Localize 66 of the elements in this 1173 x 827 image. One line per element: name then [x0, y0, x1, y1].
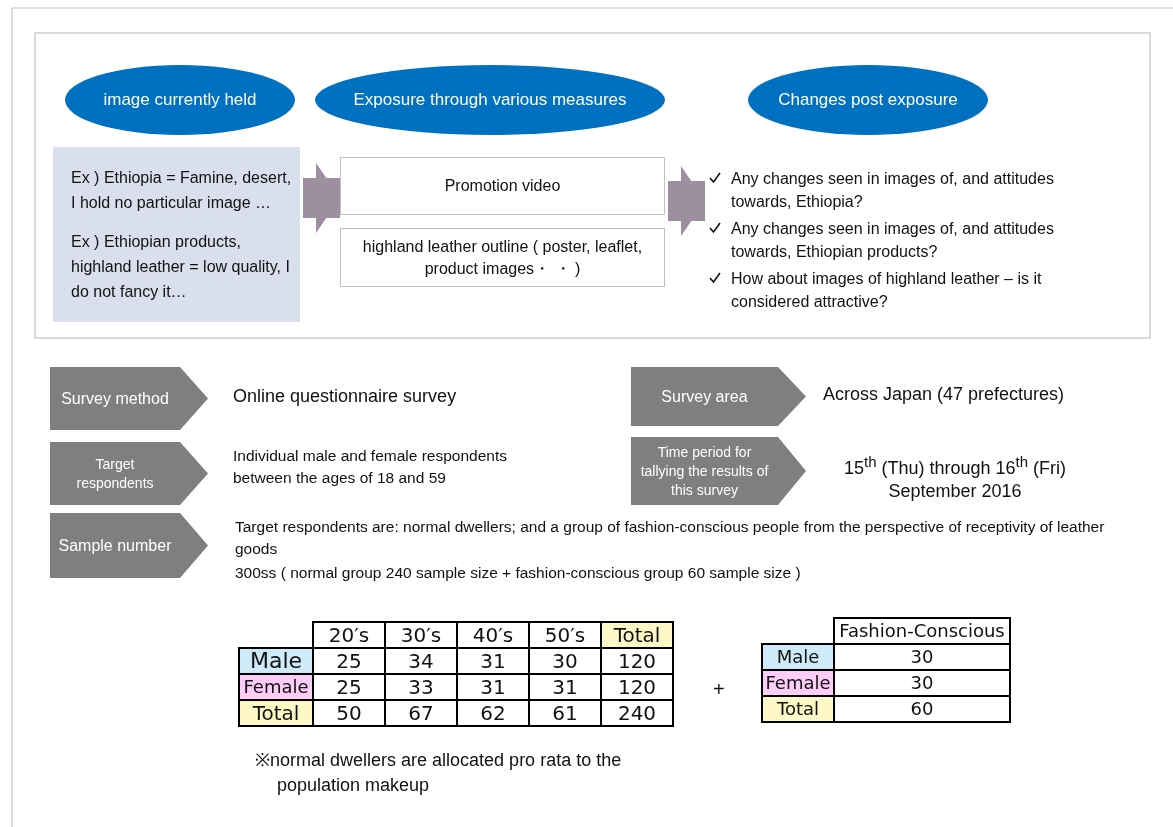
- footnote: ※normal dwellers are allocated pro rata to the population makeup: [255, 749, 623, 797]
- data-value: 33: [385, 674, 457, 700]
- category-tag: [50, 442, 208, 505]
- category-tag: [631, 367, 806, 426]
- column-header: 30′s: [385, 622, 457, 648]
- measure-text: Promotion video: [444, 176, 561, 196]
- heading-text: Changes post exposure: [778, 90, 958, 110]
- data-value: 120: [601, 648, 673, 674]
- column-header: Fashion-Conscious: [834, 618, 1010, 644]
- tag-label: Time period for tallying the results of this survey: [639, 442, 770, 500]
- data-value: 34: [385, 648, 457, 674]
- heading-ellipse: [65, 65, 295, 135]
- plus-sign: +: [713, 678, 725, 701]
- heading-text: Exposure through various measures: [353, 90, 627, 110]
- field-value: 15$^{th}$ (Thu) through 16$^{th}$ (Fri) September 2016: [842, 452, 1068, 503]
- tag-label: Sample number: [58, 536, 172, 555]
- block-arrow: [303, 163, 340, 233]
- data-value: 50: [313, 700, 385, 726]
- data-value: 25: [313, 648, 385, 674]
- data-value: 30: [834, 644, 1010, 670]
- heading-text: image currently held: [103, 90, 257, 110]
- measure-text: highland leather outline ( poster, leaflet, product images・ ・ ): [361, 236, 644, 279]
- block-arrow: [668, 166, 705, 236]
- checklist-item: Any changes seen in images of, and attitudes towards, Ethiopia?: [731, 169, 1055, 212]
- example-box: [53, 147, 300, 322]
- example-text: Ex ) Ethiopian products, highland leather = low quality, I do not fancy it…: [71, 232, 291, 302]
- data-value: 31: [457, 648, 529, 674]
- column-header: 20′s: [313, 622, 385, 648]
- data-value: 31: [529, 674, 601, 700]
- field-value: 300ss ( normal group 240 sample size + fashion-conscious group 60 sample size ): [235, 563, 802, 583]
- data-value: 31: [457, 674, 529, 700]
- row-header: Male: [239, 648, 313, 674]
- row-header: Male: [762, 644, 834, 670]
- measure-box: [340, 157, 665, 215]
- data-value: 25: [313, 674, 385, 700]
- measure-box: [340, 228, 665, 287]
- field-value: Individual male and female respondents between the ages of 18 and 59: [233, 446, 508, 488]
- category-tag: [50, 367, 208, 430]
- heading-ellipse: [748, 65, 988, 135]
- column-header: Total: [601, 622, 673, 648]
- category-tag: [50, 513, 208, 578]
- checklist-item: Any changes seen in images of, and attitudes towards, Ethiopian products?: [731, 219, 1055, 262]
- data-value: 61: [529, 700, 601, 726]
- row-header: Total: [239, 700, 313, 726]
- data-value: 30: [834, 670, 1010, 696]
- row-header: Female: [239, 674, 313, 700]
- data-value: 62: [457, 700, 529, 726]
- checklist-item: How about images of highland leather – is it considered attractive?: [731, 269, 1043, 312]
- tag-label: Survey area: [661, 387, 748, 406]
- field-value: Target respondents are: normal dwellers; and a group of fashion-conscious people from the perspective of receptivity of leather goods: [235, 517, 1106, 559]
- column-header: 50′s: [529, 622, 601, 648]
- field-value: Online questionnaire survey: [233, 385, 458, 408]
- field-value: Across Japan (47 prefectures): [823, 383, 1066, 406]
- tag-label: Survey method: [61, 389, 169, 408]
- data-value: 60: [834, 696, 1010, 722]
- row-header: Total: [762, 696, 834, 722]
- heading-ellipse: [315, 65, 665, 135]
- category-tag: [631, 437, 806, 505]
- data-value: 240: [601, 700, 673, 726]
- tag-label: Target respondents: [75, 454, 155, 493]
- data-value: 67: [385, 700, 457, 726]
- data-value: 120: [601, 674, 673, 700]
- column-header: 40′s: [457, 622, 529, 648]
- row-header: Female: [762, 670, 834, 696]
- data-value: 30: [529, 648, 601, 674]
- example-text: Ex ) Ethiopia = Famine, desert, I hold no particular image …: [71, 168, 293, 213]
